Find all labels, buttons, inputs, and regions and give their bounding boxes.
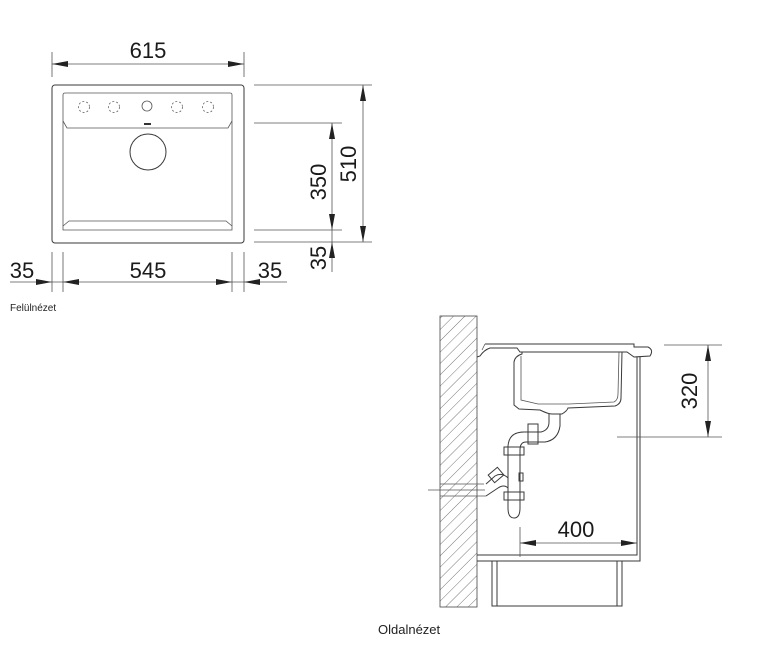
plinth <box>491 561 623 607</box>
dim-label-cabinet-depth: 400 <box>558 517 595 542</box>
side-view-caption: Oldalnézet <box>378 622 441 637</box>
dim-label-left-rim: 35 <box>10 258 34 283</box>
wall-hatch <box>439 315 478 608</box>
sink-outline <box>51 84 245 244</box>
optional-tap-hole <box>171 101 183 113</box>
optional-tap-hole <box>202 101 214 113</box>
wall-drain-pipe <box>440 483 486 497</box>
sink-bowl-inner <box>520 351 620 405</box>
overflow-slot <box>144 123 151 125</box>
dim-35-front: 35 <box>306 242 335 270</box>
dim-615: 615 <box>51 38 245 77</box>
dim-label-front-rim: 35 <box>306 246 331 270</box>
dim-label-right-rim: 35 <box>258 258 282 283</box>
optional-tap-hole <box>108 101 120 113</box>
dim-label-overall-depth: 510 <box>336 146 361 183</box>
top-view-caption: Felülnézet <box>10 303 56 314</box>
dim-label-bowl-depth: 350 <box>306 164 331 201</box>
dim-label-overall-width: 615 <box>130 38 167 63</box>
drain-hole <box>129 133 167 171</box>
sink-rim <box>476 343 653 358</box>
tap-hole <box>141 100 153 112</box>
sink-bowl <box>513 351 623 415</box>
dim-label-bowl-height: 320 <box>677 373 702 410</box>
side-view: 320 400 Oldalnézet <box>378 315 722 637</box>
dim-320: 320 <box>617 344 722 438</box>
dim-510: 510 <box>254 84 372 243</box>
basin-front-edge <box>62 220 233 231</box>
dim-bottom: 35 545 35 <box>10 252 287 292</box>
rim-left-edge <box>481 343 486 351</box>
top-view: 615 510 350 35 <box>10 38 372 314</box>
siphon-trap <box>485 414 561 519</box>
dim-label-bowl-width: 545 <box>130 258 167 283</box>
faucet-deck <box>62 92 233 129</box>
cabinet-outline <box>477 357 641 562</box>
dim-400: 400 <box>519 517 637 557</box>
optional-tap-hole <box>78 101 90 113</box>
dim-350: 350 <box>254 122 342 272</box>
